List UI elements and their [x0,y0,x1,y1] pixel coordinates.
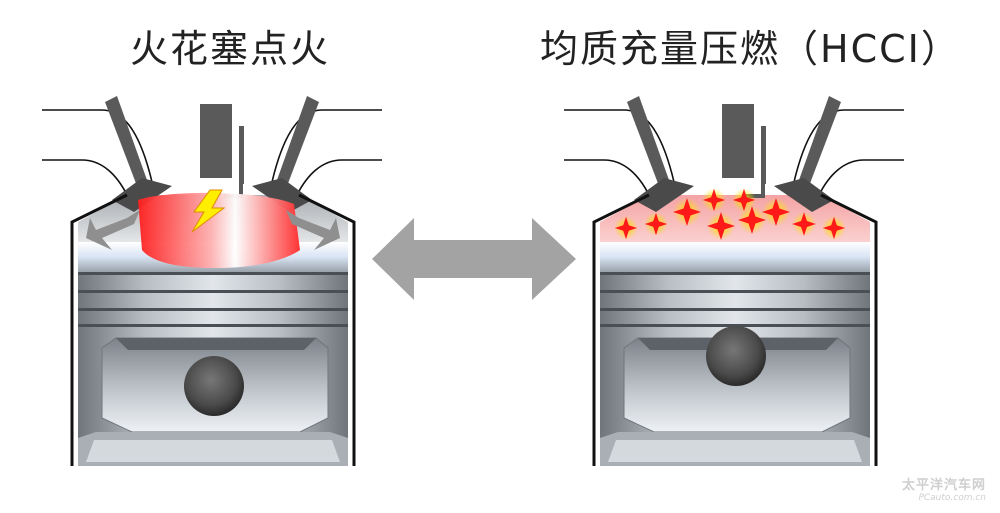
spark-ignition-engine [40,94,384,468]
auto-ignition-points [614,188,846,240]
watermark: 太平洋汽车网 PCauto.com.cn [902,474,986,503]
flame-arrow-left-icon [86,210,140,250]
watermark-en: PCauto.com.cn [918,493,986,503]
title-hcci: 均质充量压燃（HCCI） [540,27,961,71]
spark-icon [191,189,226,233]
flame-arrow-right-icon [286,210,340,250]
watermark-cn: 太平洋汽车网 [901,478,986,493]
hcci-engine [562,94,906,468]
piston-pin [706,326,766,386]
compare-arrow-icon [372,218,576,300]
flame-front [138,192,300,268]
title-spark-ignition: 火花塞点火 [129,27,330,71]
piston-pin [184,356,244,416]
